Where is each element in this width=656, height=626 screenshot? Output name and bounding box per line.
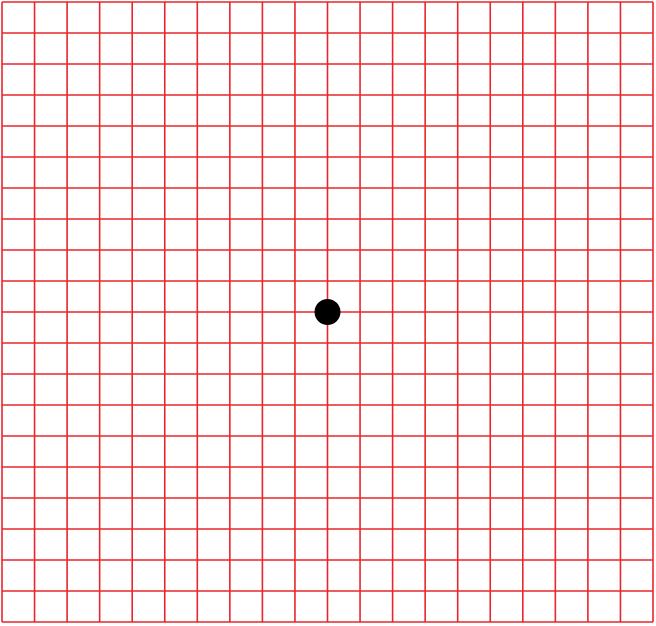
fixation-dot xyxy=(314,299,341,325)
